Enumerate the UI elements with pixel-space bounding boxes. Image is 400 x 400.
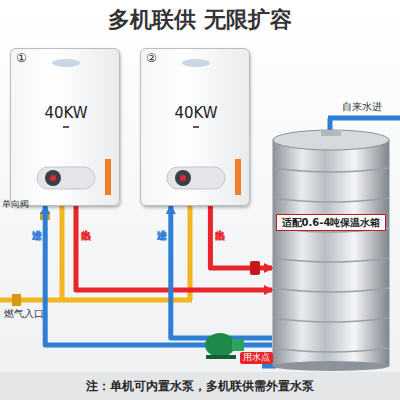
water-pipe bbox=[45, 206, 272, 345]
water-heater: ② 40KW bbox=[140, 48, 250, 206]
control-knob bbox=[45, 170, 61, 186]
tank-ring bbox=[273, 168, 389, 172]
tank-bottom bbox=[273, 361, 389, 371]
tank-banner: 适配0.6-4吨保温水箱 bbox=[276, 214, 386, 231]
tank-ring bbox=[273, 318, 389, 322]
pump-body bbox=[205, 333, 235, 357]
heater-details bbox=[141, 49, 251, 207]
display-dash bbox=[63, 126, 69, 128]
tank-ring bbox=[273, 258, 389, 262]
brand-logo bbox=[182, 59, 210, 67]
footnote: 注：单机可内置水泵，多机联供需外置水泵 bbox=[0, 380, 400, 393]
control-knob bbox=[175, 170, 191, 186]
control-panel bbox=[37, 167, 95, 189]
floor-band bbox=[0, 372, 400, 400]
water-tank: 适配0.6-4吨保温水箱 bbox=[272, 128, 390, 372]
status-light bbox=[180, 175, 186, 181]
gas-valve bbox=[12, 294, 21, 306]
pump-base bbox=[206, 355, 236, 359]
outlet-label: 用水点 bbox=[240, 352, 273, 364]
water-inlet-label: 自来水进 bbox=[342, 101, 382, 112]
gas-main-pipe bbox=[0, 298, 192, 303]
brand-logo bbox=[52, 59, 80, 67]
tank-ring bbox=[273, 348, 389, 352]
diagram-title: 多机联供 无限扩容 bbox=[0, 8, 400, 32]
hot-valve bbox=[250, 261, 260, 275]
power-rating: 40KW bbox=[11, 105, 121, 122]
display-dash bbox=[193, 126, 199, 128]
pump-motor bbox=[232, 339, 244, 351]
unit-number: ① bbox=[16, 52, 27, 65]
tank-shape bbox=[272, 128, 390, 372]
water-pump bbox=[205, 333, 244, 359]
side-strip bbox=[105, 159, 111, 195]
water-heater: ① 40KW bbox=[10, 48, 120, 206]
water-pipe bbox=[171, 206, 272, 338]
power-rating: 40KW bbox=[141, 105, 251, 122]
tank-top bbox=[273, 130, 389, 150]
water-pipe bbox=[210, 206, 272, 268]
gas-pipe bbox=[188, 205, 193, 300]
gas-pipe bbox=[60, 205, 65, 300]
tank-body bbox=[273, 140, 389, 366]
tank-ring bbox=[273, 288, 389, 292]
tank-ring bbox=[273, 198, 389, 202]
inlet-pipe bbox=[328, 116, 400, 121]
unit-number: ② bbox=[146, 52, 157, 65]
water-pipe bbox=[76, 206, 272, 290]
side-strip bbox=[235, 159, 241, 195]
valve-label: 单向阀 bbox=[2, 200, 29, 210]
status-light bbox=[50, 175, 56, 181]
tank-cap bbox=[321, 130, 341, 136]
gas-inlet-label: 燃气入口 bbox=[4, 308, 44, 319]
control-panel bbox=[167, 167, 225, 189]
heater-details bbox=[11, 49, 121, 207]
